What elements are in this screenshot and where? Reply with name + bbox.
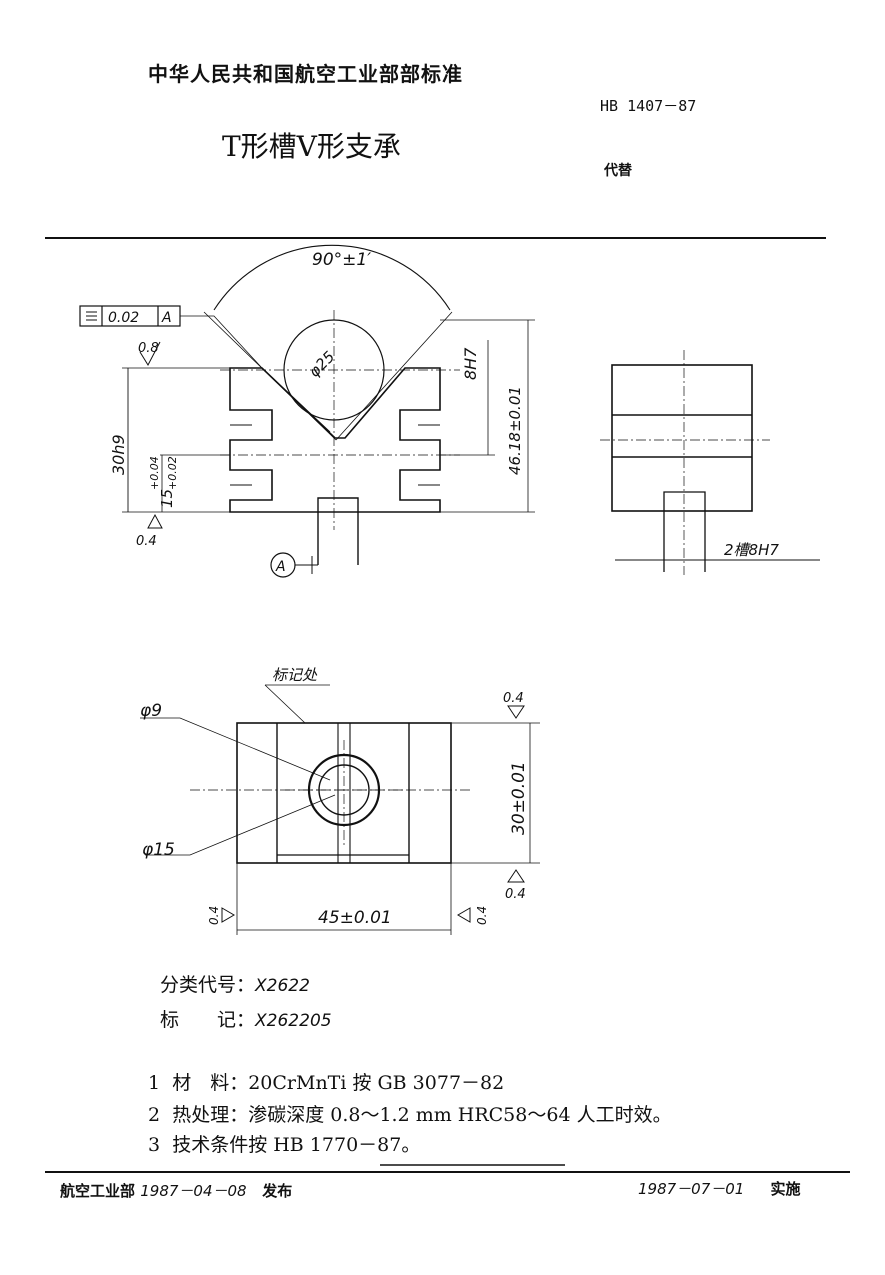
dia-25-dim: φ25 — [305, 348, 338, 381]
tol-15-upper: +0.04 — [148, 456, 161, 490]
classification-code: X2622 — [255, 976, 310, 996]
footer-implement: 1987－07－01 实施 — [638, 1178, 801, 1199]
height-30h9-dim: 30h9 — [109, 434, 128, 475]
issue-label: 发布 — [262, 1182, 293, 1200]
implement-label: 实施 — [770, 1180, 801, 1198]
front-view — [79, 244, 535, 578]
dia-15-dim: φ15 — [142, 840, 175, 860]
classification-code-row: 分类代号：X2622 — [160, 974, 310, 996]
mark-label: 标 记 — [160, 1009, 237, 1031]
roughness-04-a: 0.4 — [136, 534, 157, 549]
mark-code: X262205 — [255, 1011, 332, 1031]
implement-date: 1987－07－01 — [638, 1180, 745, 1198]
classification-code-label: 分类代号 — [160, 974, 237, 996]
footer-issue: 航空工业部 1987－04－08 发布 — [60, 1180, 292, 1201]
note-2: 2 热处理：渗碳深度 0.8～1.2 mm HRC58～64 人工时效。 — [148, 1104, 672, 1126]
standard-organization: 中华人民共和国航空工业部部标准 — [148, 62, 463, 86]
note-1: 1 材 料：20CrMnTi 按 GB 3077－82 — [148, 1072, 505, 1094]
roughness-04-left: 0.4 — [207, 906, 221, 925]
page-title: T形槽V形支承 — [222, 130, 401, 163]
flatness-value: 0.02 — [108, 310, 139, 326]
side-view — [600, 350, 820, 575]
datum-label: A — [275, 559, 286, 575]
mark-place-label: 标记处 — [272, 666, 318, 684]
height-30-dim: 30±0.01 — [509, 761, 529, 835]
height-46-dim: 46.18±0.01 — [506, 386, 524, 475]
slot-8h7-dim: 8H7 — [461, 347, 480, 380]
width-45-dim: 45±0.01 — [318, 908, 392, 928]
tol-15-lower: +0.02 — [166, 456, 179, 490]
mark-row: 标 记：X262205 — [160, 1009, 332, 1031]
roughness-04-top: 0.4 — [503, 691, 524, 706]
replace-label: 代替 — [604, 163, 632, 179]
issue-date: 1987－04－08 — [140, 1182, 247, 1200]
roughness-04-right: 0.4 — [475, 906, 489, 925]
flatness-datum: A — [161, 310, 172, 326]
roughness-04-bottom: 0.4 — [505, 887, 526, 902]
roughness-08: 0.8 — [138, 341, 159, 356]
dia-9-dim: φ9 — [140, 701, 162, 721]
standard-number: HB 1407－87 — [600, 97, 697, 115]
top-view — [140, 684, 540, 935]
slots-dim: 2槽8H7 — [724, 541, 779, 559]
height-15-dim: 15 — [158, 489, 176, 508]
issuer: 航空工业部 — [60, 1182, 136, 1200]
note-3: 3 技术条件按 HB 1770－87。 — [148, 1134, 421, 1156]
angle-dim: 90°±1′ — [312, 250, 371, 270]
